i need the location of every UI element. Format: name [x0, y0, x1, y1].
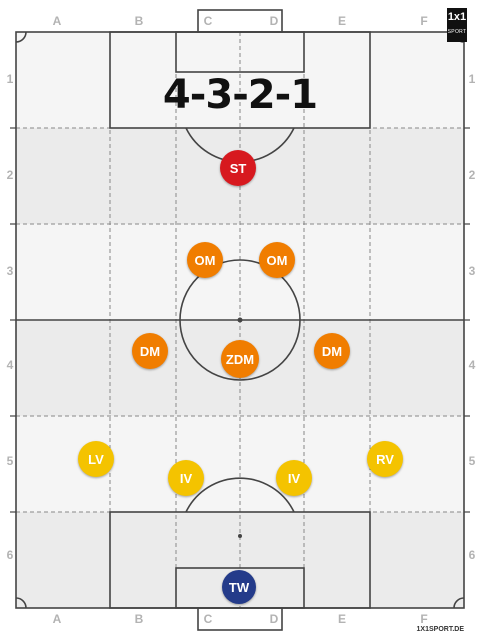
player-rv: RV	[367, 441, 403, 477]
column-label-bottom: C	[203, 612, 213, 626]
player-om-left: OM	[187, 242, 223, 278]
bottom-goal	[197, 607, 283, 631]
player-label: ZDM	[225, 351, 255, 367]
column-label-top: D	[269, 14, 279, 28]
row-label-right: 3	[468, 264, 476, 278]
center-circle	[179, 259, 301, 381]
player-st: ST	[220, 150, 256, 186]
player-label: ST	[229, 160, 247, 176]
column-label-top: A	[52, 14, 62, 28]
row-label-left: 2	[6, 168, 14, 182]
player-label: TW	[228, 579, 250, 595]
brand-logo-text: 1x1	[447, 11, 467, 23]
top-goal	[197, 9, 283, 33]
row-label-left: 1	[6, 72, 14, 86]
column-label-bottom: B	[134, 612, 144, 626]
player-dm-right: DM	[314, 333, 350, 369]
player-om-right: OM	[259, 242, 295, 278]
player-zdm: ZDM	[221, 340, 259, 378]
row-label-left: 5	[6, 454, 14, 468]
row-label-right: 4	[468, 358, 476, 372]
player-label: IV	[179, 470, 193, 486]
brand-logo: 1x1 SPORT	[447, 8, 467, 42]
column-label-top: C	[203, 14, 213, 28]
player-label: OM	[194, 252, 216, 268]
bottom-penalty-spot	[238, 534, 242, 538]
player-dm-left: DM	[132, 333, 168, 369]
player-label: DM	[139, 343, 161, 359]
row-label-left: 4	[6, 358, 14, 372]
player-label: DM	[321, 343, 343, 359]
column-label-bottom: A	[52, 612, 62, 626]
player-label: OM	[266, 252, 288, 268]
player-label: RV	[376, 451, 394, 467]
row-label-right: 5	[468, 454, 476, 468]
player-tw: TW	[222, 570, 256, 604]
row-label-right: 1	[468, 72, 476, 86]
player-label: IV	[287, 470, 301, 486]
player-iv-left: IV	[168, 460, 204, 496]
column-label-top: B	[134, 14, 144, 28]
column-label-bottom: F	[420, 612, 428, 626]
center-spot	[237, 317, 243, 323]
brand-url: 1X1SPORT.DE	[416, 626, 464, 633]
row-label-right: 2	[468, 168, 476, 182]
row-label-left: 6	[6, 548, 14, 562]
player-iv-right: IV	[276, 460, 312, 496]
bottom-penalty-arc	[185, 477, 295, 513]
column-label-bottom: E	[337, 612, 346, 626]
row-label-left: 3	[6, 264, 14, 278]
player-label: LV	[88, 451, 104, 467]
column-label-bottom: D	[269, 612, 279, 626]
formation-title: 4-3-2-1	[162, 72, 318, 118]
player-lv: LV	[78, 441, 114, 477]
column-label-top: F	[420, 14, 428, 28]
brand-logo-subtext: SPORT	[447, 29, 467, 35]
row-label-right: 6	[468, 548, 476, 562]
column-label-top: E	[337, 14, 346, 28]
